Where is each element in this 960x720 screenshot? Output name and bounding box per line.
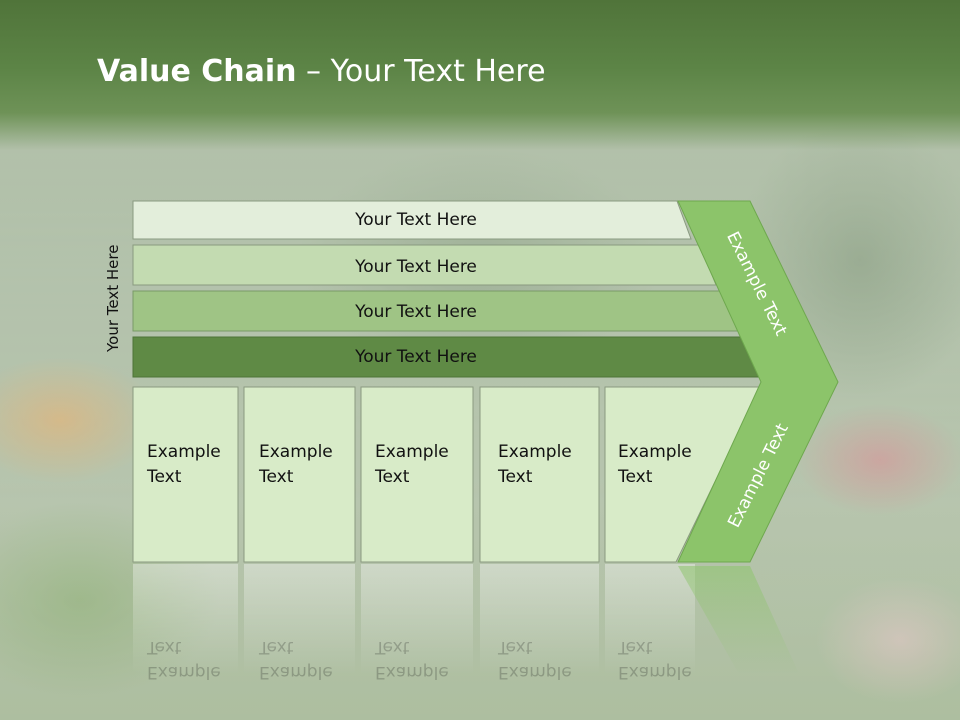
cell-text-1-line2: Text	[147, 467, 182, 487]
refl-4-line1: Example	[498, 662, 572, 682]
example-cell-4[interactable]	[479, 386, 600, 563]
refl-5-line2: Text	[618, 637, 653, 657]
example-cell-2[interactable]	[243, 386, 356, 563]
refl-1-line1: Example	[147, 662, 221, 682]
cell-text-4-line2: Text	[498, 467, 533, 487]
example-cell-3[interactable]	[360, 386, 474, 563]
cell-reflection-text-4: Example Text	[498, 634, 572, 684]
cell-text-1: Example Text	[147, 440, 221, 490]
cell-text-1-line1: Example	[147, 442, 221, 462]
cell-reflection-5	[605, 564, 695, 674]
row-label-3: Your Text Here	[354, 302, 477, 322]
cell-reflection-2	[244, 564, 355, 674]
title-band	[0, 0, 960, 150]
cell-text-2-line1: Example	[259, 442, 333, 462]
title-bold: Value Chain	[97, 54, 297, 89]
cell-text-5: Example Text	[618, 440, 692, 490]
example-cell-5[interactable]	[604, 386, 762, 563]
cell-text-2-line2: Text	[259, 467, 294, 487]
refl-2-line1: Example	[259, 662, 333, 682]
cell-reflection-text-5: Example Text	[618, 634, 692, 684]
refl-2-line2: Text	[259, 637, 294, 657]
refl-5-line1: Example	[618, 662, 692, 682]
cell-reflection-text-2: Example Text	[259, 634, 333, 684]
example-cell-1[interactable]	[132, 386, 239, 563]
cell-reflection-3	[361, 564, 473, 674]
cell-text-4: Example Text	[498, 440, 572, 490]
row-label-4: Your Text Here	[354, 347, 477, 367]
cell-text-4-line1: Example	[498, 442, 572, 462]
cell-reflection-1	[133, 564, 238, 674]
title-rest: – Your Text Here	[296, 54, 546, 89]
cell-text-3-line2: Text	[375, 467, 410, 487]
cell-text-5-line1: Example	[618, 442, 692, 462]
refl-1-line2: Text	[147, 637, 182, 657]
row-label-2: Your Text Here	[354, 257, 477, 277]
slide-title: Value Chain – Your Text Here	[97, 54, 546, 89]
cell-reflection-text-3: Example Text	[375, 634, 449, 684]
row-band-1[interactable]	[132, 200, 692, 240]
cell-reflection-text-1: Example Text	[147, 634, 221, 684]
cell-text-5-line2: Text	[618, 467, 653, 487]
cell-text-3-line1: Example	[375, 442, 449, 462]
cell-text-2: Example Text	[259, 440, 333, 490]
cell-text-3: Example Text	[375, 440, 449, 490]
chevron-arrow[interactable]	[677, 200, 839, 563]
refl-3-line1: Example	[375, 662, 449, 682]
refl-3-line2: Text	[375, 637, 410, 657]
row-label-1: Your Text Here	[354, 210, 477, 230]
cell-reflection-4	[480, 564, 599, 674]
arrow-reflection	[678, 566, 800, 676]
refl-4-line2: Text	[498, 637, 533, 657]
